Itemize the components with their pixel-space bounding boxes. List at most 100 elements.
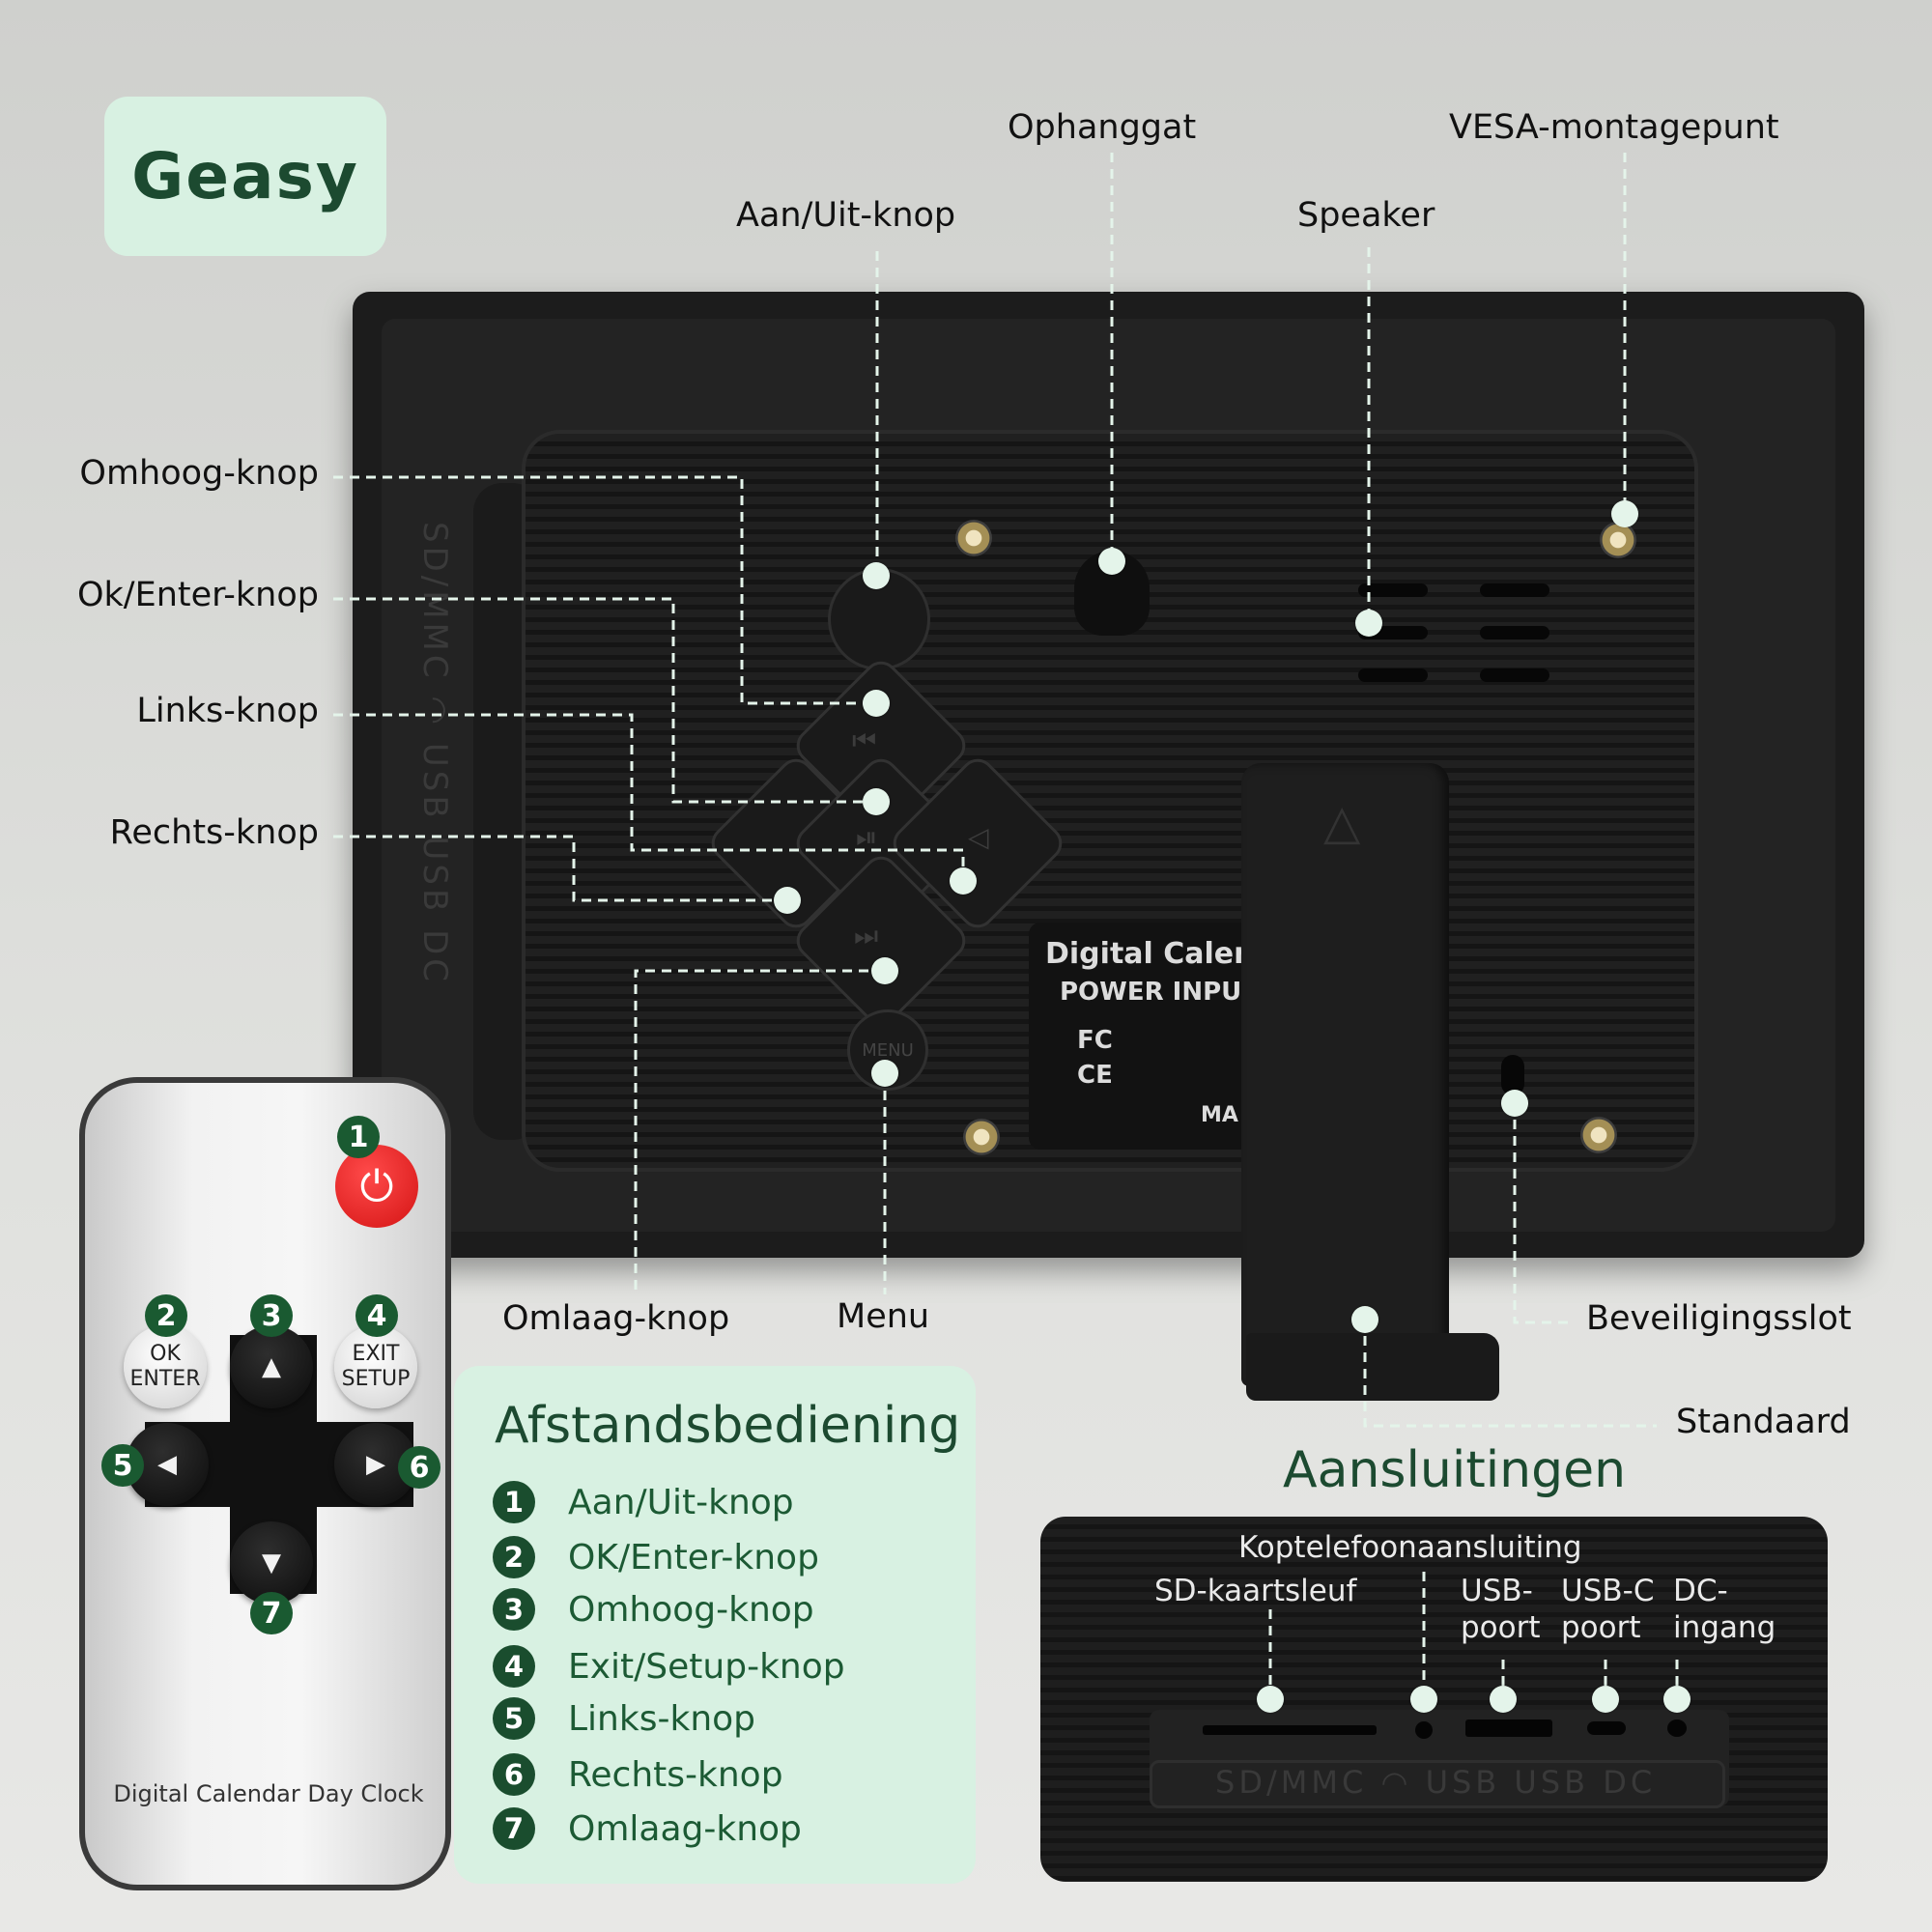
legend-item: 5 Links-knop [493, 1697, 755, 1740]
marker-ophanggat [1098, 548, 1125, 575]
legend-label: Links-knop [568, 1698, 756, 1739]
remote-number-badge: 7 [250, 1592, 293, 1634]
brand-logo: Geasy [131, 139, 359, 213]
vesa-screw-top-right [1600, 522, 1636, 558]
legend-number: 4 [493, 1645, 535, 1688]
marker-aan-uit [863, 562, 890, 589]
callout-beveiligingsslot [1513, 1103, 1570, 1324]
label-usb-line1: USB- [1461, 1574, 1533, 1608]
sticker-line1: Digital Calend [1045, 937, 1275, 971]
stand[interactable] [1241, 763, 1449, 1386]
label-speaker: Speaker [1297, 196, 1435, 235]
label-standaard: Standaard [1676, 1403, 1851, 1441]
marker-vesa [1611, 500, 1638, 527]
volume-icon: ◁ [968, 821, 989, 853]
legend-number: 1 [493, 1481, 535, 1523]
label-koptelefoon: Koptelefoonaansluiting [1238, 1530, 1582, 1565]
sd-card-slot [1203, 1725, 1377, 1735]
marker-links [950, 867, 977, 895]
marker-dc [1663, 1686, 1690, 1713]
marker-ok [863, 788, 890, 815]
label-dc-line1: DC- [1673, 1574, 1728, 1608]
label-beveiligingsslot: Beveiligingsslot [1586, 1299, 1852, 1338]
label-usb-c: USB-C poort [1561, 1573, 1654, 1646]
legend-item: 4 Exit/Setup-knop [493, 1645, 845, 1688]
security-lock-slot [1501, 1055, 1524, 1095]
remote-number-badge: 1 [337, 1116, 380, 1158]
arrow-down-icon: ▼ [262, 1548, 281, 1577]
label-sd: SD-kaartsleuf [1154, 1574, 1357, 1608]
speaker-slot [1480, 668, 1549, 682]
legend-number: 2 [493, 1536, 535, 1578]
remote-exit-setup-button[interactable]: EXIT SETUP [334, 1325, 417, 1408]
legend-item: 3 Omhoog-knop [493, 1588, 814, 1631]
next-icon: ⏭ [854, 920, 879, 952]
label-ophanggat: Ophanggat [1008, 108, 1197, 147]
legend-label: Rechts-knop [568, 1754, 783, 1795]
marker-omhoog [863, 690, 890, 717]
dc-input-port [1667, 1719, 1687, 1737]
label-omlaag: Omlaag-knop [502, 1299, 730, 1338]
exit-label: EXIT [352, 1342, 400, 1366]
remote-number-badge: 2 [145, 1294, 187, 1337]
marker-koptelefoon [1410, 1686, 1437, 1713]
callout-omhoog [333, 475, 876, 705]
marker-usb-c [1592, 1686, 1619, 1713]
remote-ok-enter-button[interactable]: OK ENTER [124, 1325, 207, 1408]
speaker-slot [1358, 668, 1428, 682]
marker-beveiligingsslot [1501, 1090, 1528, 1117]
marker-speaker [1355, 610, 1382, 637]
setup-label: SETUP [341, 1367, 411, 1391]
previous-icon: ⏮ [852, 724, 877, 756]
enter-label: ENTER [129, 1367, 201, 1391]
legend-number: 6 [493, 1753, 535, 1796]
sticker-ce: CE [1077, 1061, 1113, 1090]
label-aan-uit: Aan/Uit-knop [736, 196, 956, 235]
legend-item: 1 Aan/Uit-knop [493, 1481, 794, 1523]
marker-sd [1257, 1686, 1284, 1713]
label-omhoog: Omhoog-knop [79, 454, 319, 493]
screw-bottom-right [1580, 1117, 1617, 1153]
callout-omlaag [634, 969, 885, 1294]
triangle-up-icon: △ [1323, 794, 1361, 850]
legend-label: Exit/Setup-knop [568, 1646, 845, 1687]
menu-key-label: MENU [862, 1039, 914, 1061]
remote-power-button[interactable]: ⏻ [335, 1145, 418, 1228]
speaker-slot [1480, 583, 1549, 597]
label-usb-c-line1: USB-C [1561, 1574, 1655, 1608]
legend-label: Aan/Uit-knop [568, 1482, 794, 1522]
remote-number-badge: 3 [250, 1294, 293, 1337]
screw-bottom-left [963, 1119, 1000, 1155]
logo-card: Geasy [104, 97, 386, 256]
legend-label: Omlaag-knop [568, 1808, 802, 1849]
arrow-right-icon: ▶ [366, 1450, 385, 1479]
label-usb: USB- poort [1461, 1573, 1541, 1646]
callout-rechts [333, 835, 787, 902]
usb-port [1465, 1719, 1552, 1737]
legend-number: 5 [493, 1697, 535, 1740]
remote-down-button[interactable]: ▼ [230, 1521, 313, 1605]
remote-up-button[interactable]: ▲ [230, 1325, 313, 1408]
ok-label: OK [150, 1342, 181, 1366]
remote-right-button[interactable]: ▶ [334, 1423, 417, 1506]
speaker-slot [1480, 626, 1549, 639]
label-usb-c-line2: poort [1561, 1610, 1641, 1645]
marker-omlaag [871, 957, 898, 984]
label-rechts: Rechts-knop [109, 813, 319, 852]
sticker-fc: FC [1077, 1026, 1113, 1055]
label-usb-line2: poort [1461, 1610, 1541, 1645]
legend-label: Omhoog-knop [568, 1589, 814, 1630]
stand-foot [1246, 1333, 1499, 1401]
label-links: Links-knop [136, 692, 319, 730]
label-ok-enter: Ok/Enter-knop [76, 576, 319, 614]
connections-title: Aansluitingen [1283, 1441, 1627, 1499]
marker-rechts [774, 887, 801, 914]
connections-port-strip-text: SD/MMC ◠ USB USB DC [1215, 1764, 1657, 1801]
remote-number-badge: 6 [398, 1446, 440, 1489]
remote-number-badge: 5 [101, 1444, 144, 1487]
arrow-up-icon: ▲ [262, 1352, 281, 1381]
remote-legend-card [454, 1366, 976, 1884]
legend-item: 7 Omlaag-knop [493, 1807, 802, 1850]
